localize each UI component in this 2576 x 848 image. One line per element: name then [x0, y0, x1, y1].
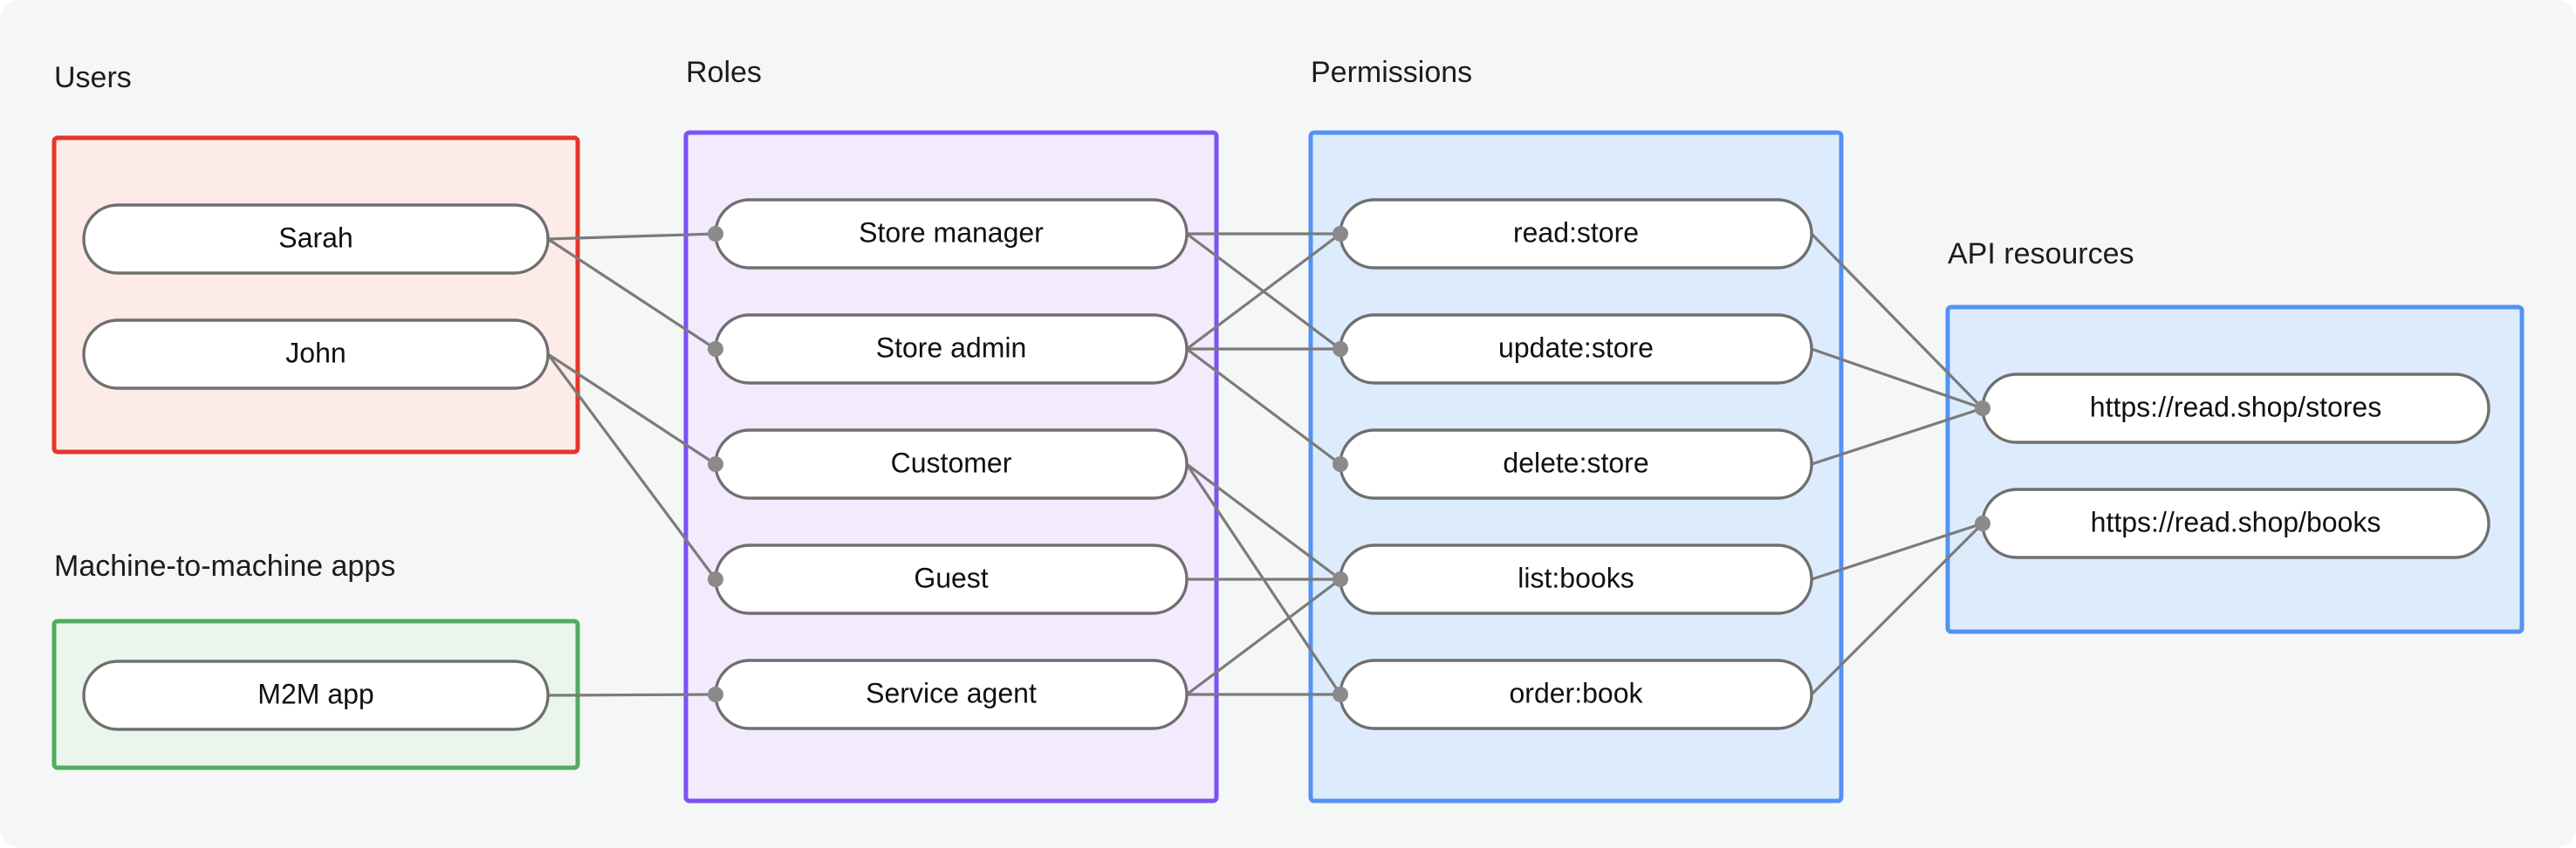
group-title-permissions: Permissions: [1311, 56, 1472, 89]
edge-anchor-store_admin: [708, 341, 723, 357]
group-title-api_resources: API resources: [1948, 237, 2134, 270]
group-title-roles: Roles: [686, 56, 762, 89]
edge-anchor-guest: [708, 571, 723, 587]
group-title-users: Users: [54, 61, 132, 94]
edge-store_admin-to-delete_store: [1186, 347, 1341, 466]
edge-list_books-to-res_books: [1811, 522, 1983, 581]
edge-store_admin-to-read_store: [1186, 232, 1341, 351]
edge-anchor-delete_store: [1333, 456, 1348, 472]
edge-john-to-guest: [546, 353, 717, 580]
edge-anchor-store_manager: [708, 226, 723, 242]
edge-service_agent-to-list_books: [1186, 578, 1341, 696]
group-box-users: [51, 135, 580, 455]
node-label-john: John: [285, 337, 346, 368]
edge-anchor-list_books: [1333, 571, 1348, 587]
edge-anchor-res_stores: [1975, 400, 1990, 416]
edge-sarah-to-store_manager: [547, 232, 716, 241]
edge-order_book-to-res_books: [1810, 522, 1984, 696]
edge-sarah-to-store_admin: [547, 237, 716, 351]
node-sarah[interactable]: [82, 203, 550, 275]
edge-anchor-read_store: [1333, 226, 1348, 242]
node-label-customer: Customer: [891, 447, 1012, 478]
node-label-update_store: update:store: [1498, 332, 1654, 363]
node-label-res_stores: https://read.shop/stores: [2090, 391, 2381, 422]
edge-anchor-order_book: [1333, 687, 1348, 702]
edge-anchor-customer: [708, 456, 723, 472]
group-box-api_resources: [1945, 304, 2525, 634]
node-label-delete_store: delete:store: [1503, 447, 1648, 478]
edges-layer: [546, 232, 1984, 697]
node-john[interactable]: [82, 318, 550, 390]
node-label-order_book: order:book: [1510, 677, 1644, 708]
node-label-list_books: list:books: [1518, 562, 1634, 593]
node-m2mapp[interactable]: [82, 660, 550, 731]
node-label-store_admin: Store admin: [876, 332, 1027, 363]
edge-anchor-update_store: [1333, 341, 1348, 357]
node-label-res_books: https://read.shop/books: [2091, 506, 2381, 537]
node-label-read_store: read:store: [1513, 216, 1639, 248]
edge-delete_store-to-res_stores: [1811, 407, 1983, 466]
edge-john-to-customer: [547, 352, 716, 466]
edge-read_store-to-res_stores: [1810, 232, 1984, 410]
anchors-layer: [708, 226, 1990, 702]
node-label-m2mapp: M2M app: [257, 678, 373, 709]
node-label-guest: Guest: [914, 562, 988, 593]
node-label-sarah: Sarah: [278, 222, 353, 253]
edge-anchor-res_books: [1975, 516, 1990, 531]
node-label-store_manager: Store manager: [859, 216, 1044, 248]
group-title-m2m: Machine-to-machine apps: [54, 550, 395, 583]
edge-update_store-to-res_stores: [1811, 347, 1983, 410]
node-label-service_agent: Service agent: [866, 677, 1037, 708]
edge-m2mapp-to-service_agent: [547, 693, 716, 697]
edge-anchor-service_agent: [708, 687, 723, 702]
edge-customer-to-list_books: [1186, 462, 1341, 581]
